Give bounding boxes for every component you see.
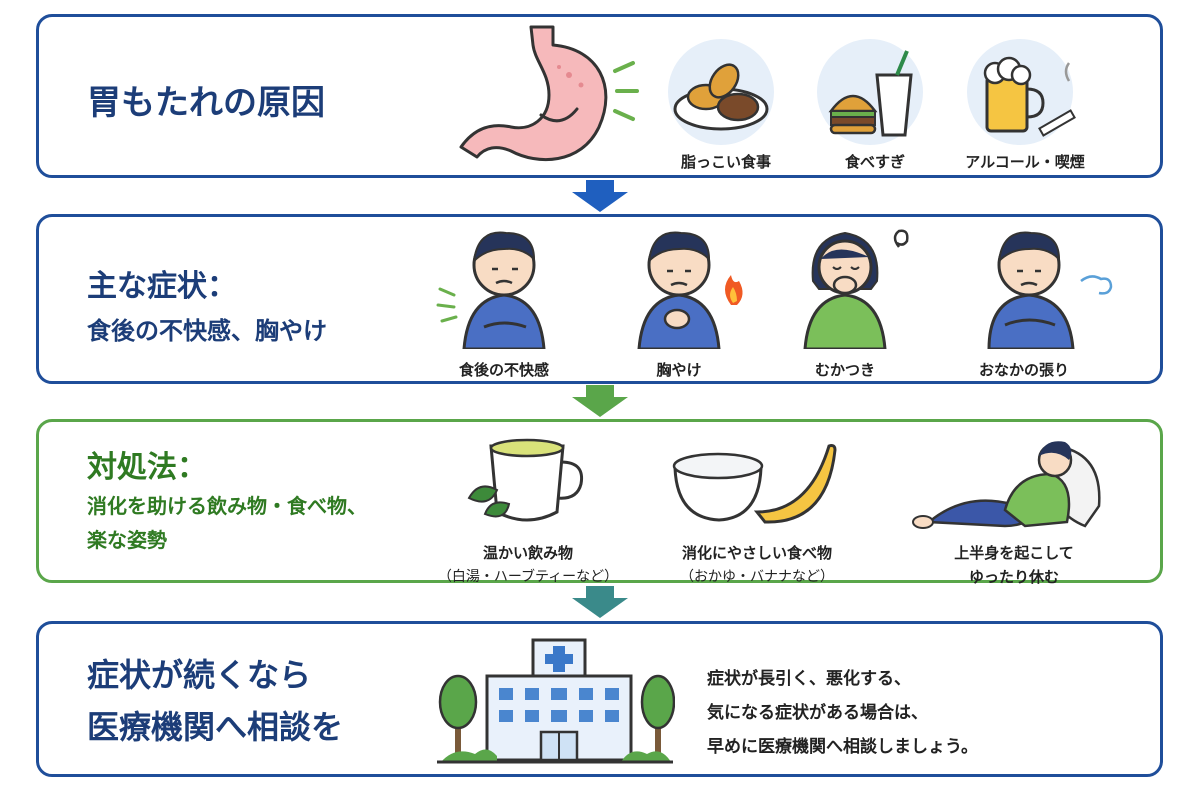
remedy-item-sublabel: （おかゆ・バナナなど） [680,569,834,585]
symptom-item-label: おなかの張り [978,361,1069,379]
cause-item-label: 脂っこい食事 [680,153,771,171]
reclining-person-icon [912,441,1101,529]
symptom-item-label: 食後の不快感 [458,361,549,379]
hospital-title: 症状が続くなら [87,656,312,694]
remedy-item-label: 消化にやさしい食べ物 [681,544,832,562]
down-arrow-icon [572,180,628,212]
remedy-item-label: 温かい飲み物 [482,544,573,562]
fried-food-icon [668,39,774,145]
advice-line: 早めに医療機関へ相談しましょう。 [707,737,978,757]
symptom-item-label: むかつき [814,361,875,379]
symptoms-panel: 主な症状： 食後の不快感、胸やけ 食後の不快 [36,214,1163,384]
remedy-item-sublabel: （白湯・ハーブティーなど） [437,569,619,585]
remedy-item-sublabel: ゆったり休む [968,568,1059,586]
cause-item-label: 食べすぎ [844,153,905,171]
symptom-item-label: 胸やけ [656,361,702,379]
hospital-title: 医療機関へ相談を [87,708,344,746]
remedies-subtitle: 楽な姿勢 [87,528,167,552]
advice-line: 症状が長引く、悪化する、 [707,669,911,689]
rice-banana-icon [672,444,837,524]
down-arrow-icon [572,586,628,618]
stomach-icon [459,25,639,162]
symptoms-title: 主な症状： [87,269,237,304]
remedy-item-label: 上半身を起こして [954,544,1074,562]
cause-title: 胃もたれの原因 [87,83,325,123]
hospital-advice: 症状が長引く、悪化する、 気になる症状がある場合は、 早めに医療機関へ相談しまし… [707,662,978,764]
advice-line: 気になる症状がある場合は、 [707,703,928,723]
nausea-person-icon [803,229,909,349]
burger-drink-icon [817,39,923,145]
symptoms-subtitle: 食後の不快感、胸やけ [87,317,327,345]
heartburn-person-icon [637,231,743,349]
cause-item-label: アルコール・喫煙 [965,153,1085,171]
beer-cigarette-icon [967,39,1076,145]
warm-tea-icon [467,438,584,522]
discomfort-person-icon [436,231,546,349]
remedies-title: 対処法： [87,450,207,485]
bloating-person-icon [987,231,1113,349]
remedies-subtitle: 消化を助ける飲み物・食べ物、 [87,494,367,518]
cause-panel: 胃もたれの原因 脂っこい食事 食べすぎ アルコール・喫煙 [36,14,1163,178]
down-arrow-icon [572,385,628,417]
hospital-panel: 症状が続くなら 医療機関へ相談を 症状が長引く、悪化する、 気になる症状がある場… [36,621,1163,777]
remedies-panel: 対処法： 消化を助ける飲み物・食べ物、 楽な姿勢 温かい飲み物 （白湯・ハーブテ… [36,419,1163,586]
hospital-icon [437,638,675,764]
